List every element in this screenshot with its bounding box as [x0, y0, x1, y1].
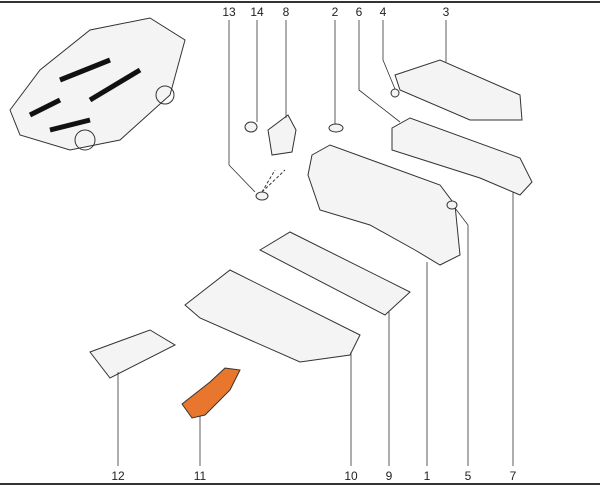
part-8[interactable] [267, 114, 297, 156]
callout-9: 9 [386, 469, 393, 483]
callout-8: 8 [283, 5, 290, 19]
part-5[interactable] [446, 200, 458, 210]
callout-10: 10 [344, 469, 358, 483]
part-13[interactable] [255, 191, 269, 201]
vehicle-overview-thumbnail [9, 17, 186, 151]
part-1[interactable] [307, 144, 461, 266]
part-4[interactable] [390, 88, 400, 98]
callout-12: 12 [111, 469, 125, 483]
part-11-highlighted[interactable] [181, 367, 241, 419]
part-10[interactable] [184, 269, 361, 363]
callout-13: 13 [222, 5, 236, 19]
callout-14: 14 [250, 5, 264, 19]
part-14[interactable] [244, 121, 258, 133]
part-2[interactable] [328, 123, 344, 133]
part-3[interactable] [394, 59, 523, 121]
callout-7: 7 [510, 469, 517, 483]
callout-1: 1 [424, 469, 431, 483]
callout-11: 11 [194, 469, 207, 483]
callout-6: 6 [356, 5, 363, 19]
part-6-7[interactable] [391, 117, 533, 196]
part-12[interactable] [89, 329, 177, 379]
leader-lines [117, 20, 514, 466]
callout-3: 3 [443, 5, 450, 19]
callout-5: 5 [465, 469, 472, 483]
callout-4: 4 [380, 5, 387, 19]
callout-2: 2 [332, 5, 339, 19]
part-9[interactable] [258, 231, 411, 316]
